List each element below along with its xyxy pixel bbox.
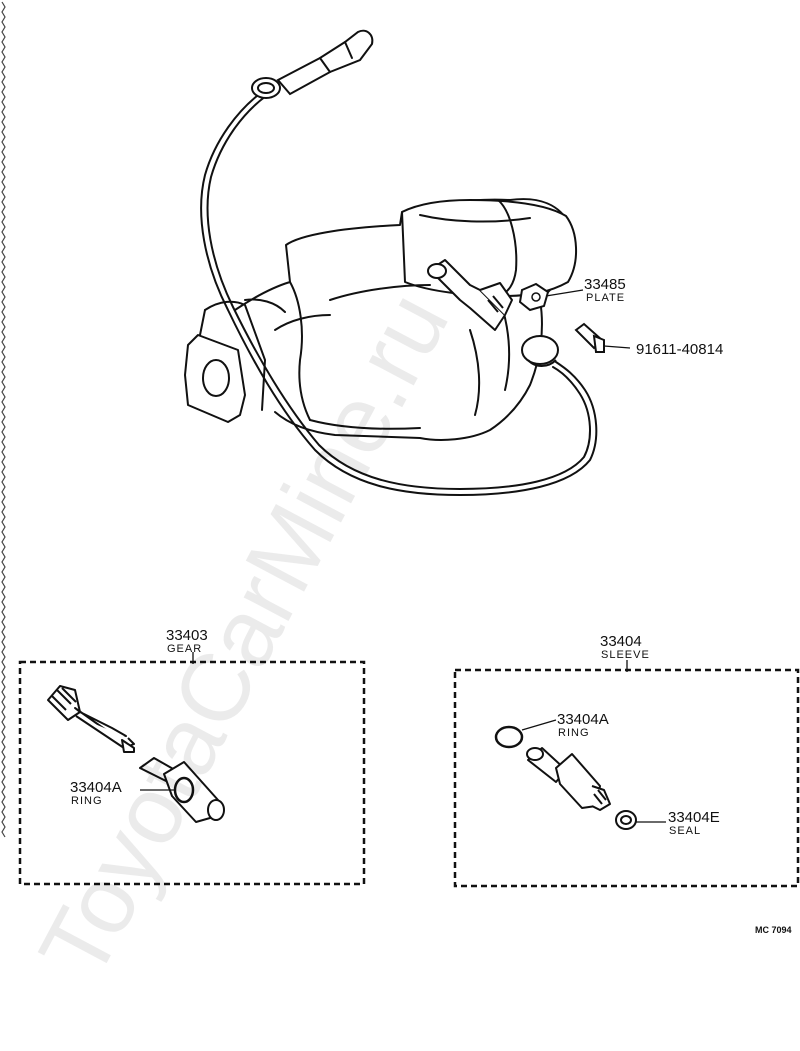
plate-part-number: 33485 <box>584 276 626 293</box>
sleeve-part-name: SLEEVE <box>601 649 650 661</box>
speedometer-cable <box>200 29 598 497</box>
seal-part <box>615 810 637 830</box>
plate-part-name: PLATE <box>586 292 625 304</box>
seal-part-number: 33404E <box>668 809 720 826</box>
sleeve-part-number: 33404 <box>600 633 642 650</box>
figure-code: MC 7094 <box>755 925 792 935</box>
ring-right-part-name: RING <box>558 727 590 739</box>
sleeve-body <box>526 747 611 811</box>
gear-part-number: 33403 <box>166 627 208 644</box>
ring-right-part-number: 33404A <box>557 711 609 728</box>
cable-connector <box>276 29 374 96</box>
speedometer-boss <box>521 335 559 365</box>
gear-group-box <box>18 660 366 886</box>
gear-sleeve <box>139 757 225 823</box>
gear-shaft <box>47 685 135 753</box>
ring-right-leader <box>521 719 557 731</box>
ring-left-part-number: 33404A <box>70 779 122 796</box>
extension-housing <box>401 199 578 297</box>
transmission-assembly <box>184 198 578 441</box>
installed-sleeve <box>427 259 513 331</box>
cable-grommet <box>251 77 281 99</box>
bolt-part-number: 91611-40814 <box>636 341 723 358</box>
bolt-part <box>574 322 605 353</box>
top-leaders <box>545 289 631 349</box>
gear-part-name: GEAR <box>167 643 202 655</box>
sleeve-group-box <box>453 668 800 888</box>
sleeve-ring <box>494 725 524 749</box>
ring-left-part-name: RING <box>71 795 103 807</box>
page-edge <box>1 1 6 838</box>
seal-part-name: SEAL <box>669 825 701 837</box>
